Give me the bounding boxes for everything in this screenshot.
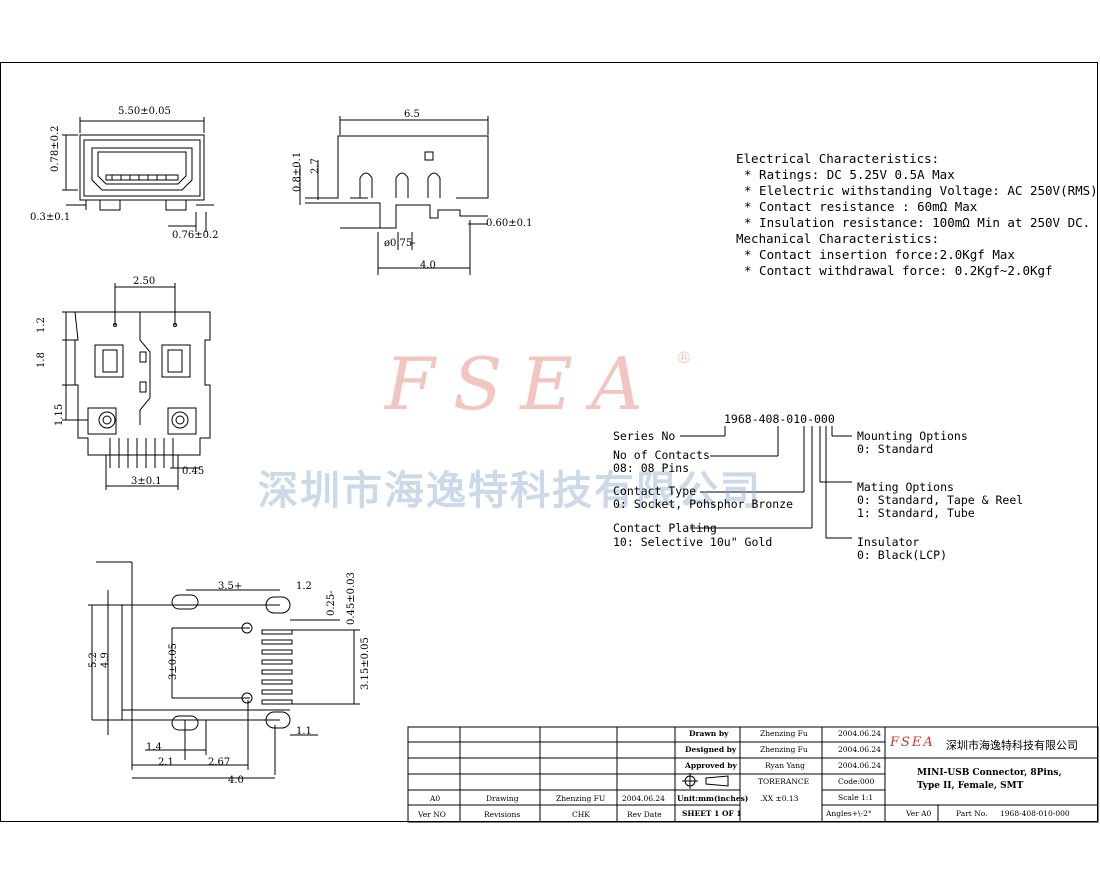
dim-pcb-315: 3.15±0.05 — [360, 637, 371, 690]
spec-line: * Elelectric withstanding Voltage: AC 25… — [744, 183, 1098, 198]
series-no-label: Series No — [613, 429, 676, 443]
title-block-company: 深圳市海逸特科技有限公司 — [946, 739, 1078, 752]
mating-value: 1: Standard, Tube — [857, 506, 975, 520]
angles-label: Angles+\-2° — [826, 809, 872, 818]
electrical-title: Electrical Characteristics: — [736, 151, 940, 166]
header-chk: CHK — [572, 810, 590, 819]
spec-line: * Contact resistance : 60mΩ Max — [744, 199, 978, 214]
side-view — [299, 116, 489, 275]
scale-label: Scale 1:1 — [838, 793, 874, 802]
spec-line: * Contact withdrawal force: 0.2Kgf~2.0Kg… — [744, 263, 1053, 278]
contacts-title: No of Contacts — [613, 448, 710, 462]
rev-date: 2004.06.24 — [622, 794, 665, 803]
dim-pcb-12: 1.2 — [296, 581, 312, 592]
insulator-title: Insulator — [857, 535, 920, 549]
tolerance-label: TORERANCE — [758, 777, 810, 786]
dim-front-left: 0.3±0.1 — [30, 212, 70, 223]
dim-pcb-35: 3.5+ — [218, 581, 242, 592]
mounting-value: 0: Standard — [857, 442, 934, 456]
header-rev-date: Rev Date — [627, 810, 662, 819]
contact-type-title: Contact Type — [613, 484, 697, 498]
plating-title: Contact Plating — [613, 521, 717, 535]
dim-top-d2: 1.8 — [36, 352, 47, 368]
unit-label: Unit:mm(inches) — [677, 794, 749, 803]
dim-front-width: 5.50±0.05 — [118, 106, 171, 117]
drawn-date: 2004.06.24 — [838, 729, 881, 738]
insulator-value: 0: Black(LCP) — [857, 548, 948, 562]
dim-pcb-49: 4.9 — [100, 652, 111, 668]
drawn-label: Drawn by — [689, 729, 729, 738]
designed-name: Zhenzing Fu — [760, 745, 808, 754]
watermark-logo: FSEA — [385, 342, 661, 426]
part-no-value: 1968-408-010-000 — [1000, 809, 1070, 818]
watermark-registered-mark: ® — [676, 348, 692, 367]
dim-pcb-40: 4.0 — [228, 775, 244, 786]
version-label: Ver A0 — [906, 809, 932, 818]
dim-top-d3: 1.15 — [54, 404, 65, 426]
dim-side-dia: ø0.75- — [384, 238, 416, 249]
dim-front-right: 0.76±0.2 — [172, 230, 219, 241]
plating-value: 10: Selective 10u" Gold — [613, 535, 773, 549]
description-line-2: Type II, Female, SMT — [917, 781, 1024, 791]
part-number-leaders — [680, 426, 852, 539]
part-number-code: 1968-408-010-000 — [724, 412, 835, 426]
dim-side-h1: 0.8±0.1 — [292, 152, 303, 192]
dim-side-h2: 2.7 — [310, 158, 321, 174]
code-label: Code:000 — [838, 777, 875, 786]
approved-date: 2004.06.24 — [838, 761, 881, 770]
rev-description: Drawing — [486, 794, 519, 803]
front-view — [62, 117, 214, 232]
dim-side-length: 6.5 — [404, 109, 420, 120]
spec-line: * Ratings: DC 5.25V 0.5A Max — [744, 167, 955, 182]
header-ver: Ver NO — [418, 810, 446, 819]
rev-version: A0 — [430, 794, 441, 803]
dim-top-pinw: 0.45 — [182, 466, 204, 477]
dim-side-base: 4.0 — [420, 260, 436, 271]
approved-label: Approved by — [685, 761, 737, 770]
mating-value: 0: Standard, Tape & Reel — [857, 493, 1024, 507]
contacts-value: 08: 08 Pins — [613, 461, 690, 475]
spec-line: * Insulation resistance: 100mΩ Min at 25… — [744, 215, 1091, 230]
designed-date: 2004.06.24 — [838, 745, 881, 754]
dim-pcb-21: 2.1 — [158, 757, 174, 768]
drawn-name: Zhenzing Fu — [760, 729, 808, 738]
dim-pcb-045: 0.45±0.03 — [346, 572, 357, 625]
description-line-1: MINI-USB Connector, 8Pins, — [917, 768, 1062, 778]
pcb-footprint-view — [88, 561, 360, 779]
dim-pcb-025: 0.25- — [326, 590, 337, 616]
watermark-company-name: 深圳市海逸特科技有限公司 — [258, 468, 762, 514]
specifications-block: Electrical Characteristics: * Ratings: D… — [736, 151, 1098, 279]
approved-name: Ryan Yang — [765, 761, 805, 770]
dim-front-height: 0.78±0.2 — [50, 125, 61, 172]
spec-line: * Contact insertion force:2.0Kgf Max — [744, 247, 1015, 262]
dim-pcb-52: 5.2 — [88, 652, 99, 668]
rev-by: Zhenzing FU — [556, 794, 606, 803]
sheet-label: SHEET 1 OF 1 — [682, 809, 742, 818]
header-revisions: Revisions — [484, 810, 521, 819]
designed-label: Designed by — [685, 745, 737, 754]
title-block-grid — [407, 726, 1099, 823]
dim-pcb-3: 3±0.05 — [168, 643, 179, 680]
dim-pcb-267: 2.67 — [208, 757, 230, 768]
dim-top-span: 3±0.1 — [131, 476, 162, 487]
dim-pcb-11: 1.1 — [296, 726, 312, 737]
dim-top-d1: 1.2 — [36, 317, 47, 333]
dim-side-pin: 0.60±0.1 — [486, 218, 533, 229]
contact-type-value: 0: Socket, Pohsphor Bronze — [613, 497, 794, 511]
dim-top-pitch: 2.50 — [133, 276, 155, 287]
mounting-title: Mounting Options — [857, 429, 968, 443]
top-view — [62, 283, 211, 490]
mechanical-title: Mechanical Characteristics: — [736, 231, 940, 246]
title-block-logo: FSEA — [890, 735, 935, 750]
tolerance-value: .XX ±0.13 — [760, 794, 799, 803]
dim-pcb-14: 1.4 — [146, 742, 162, 753]
mating-title: Mating Options — [857, 480, 954, 494]
part-no-label: Part No. — [956, 809, 988, 818]
